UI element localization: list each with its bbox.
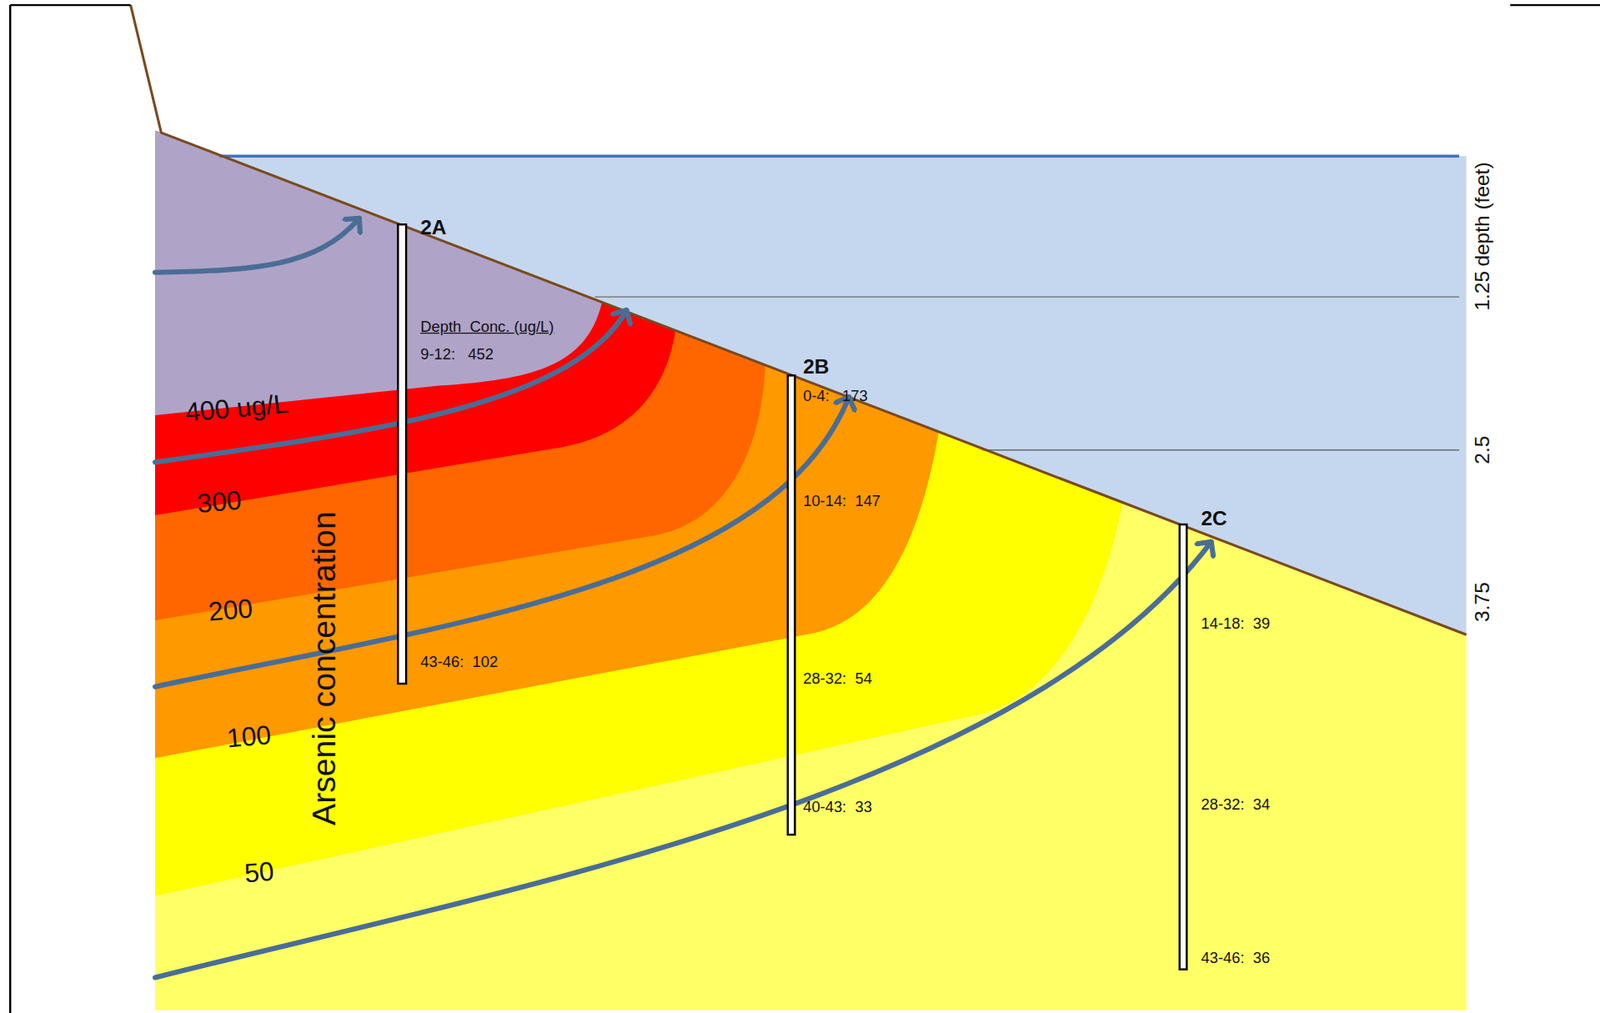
sample-value: 43-46: 102: [420, 653, 498, 671]
contour-label: 50: [243, 856, 276, 888]
frame-line: [10, 4, 131, 6]
frame-line: [1509, 4, 1600, 6]
flow-arrow: [155, 396, 849, 688]
well-name: 2C: [1200, 506, 1227, 530]
column-heading: Depth Conc. (ug/L): [420, 317, 554, 335]
depth-tick: 2.5: [1470, 436, 1494, 465]
plume-band: [155, 130, 766, 621]
well-casing: [1179, 524, 1188, 970]
flow-arrow: [155, 218, 360, 273]
well-name: 2A: [420, 215, 447, 239]
sample-value: 14-18: 39: [1200, 614, 1270, 632]
well-name: 2B: [802, 355, 829, 378]
water-surface: [219, 154, 1460, 158]
contour-label: 400 ug/L: [184, 389, 290, 428]
axis-title: depth (feet): [1470, 161, 1494, 266]
axis-title: Arsenic concentration: [306, 511, 343, 826]
contour-label: 200: [207, 593, 255, 627]
sample-value: 10-14: 147: [802, 492, 881, 510]
depth-line: [983, 449, 1460, 451]
plume-band: [155, 130, 676, 516]
well-casing: [787, 375, 796, 835]
plume-band: [155, 130, 939, 759]
depth-tick: 1.25: [1470, 270, 1494, 311]
contour-label: 100: [225, 720, 273, 753]
sample-value: 28-32: 54: [802, 669, 873, 687]
upland-zone: [155, 130, 602, 416]
contour-label: 300: [195, 485, 243, 518]
depth-tick: 3.75: [1470, 581, 1494, 622]
plume-band: [155, 130, 1123, 897]
sample-value: 9-12: 452: [420, 345, 494, 362]
sample-value: 43-46: 36: [1200, 949, 1270, 967]
depth-line: [595, 295, 1460, 297]
plume-band: [155, 130, 1467, 1011]
sample-value: 0-4: 173: [802, 386, 868, 404]
sample-value: 40-43: 33: [802, 798, 873, 816]
well-casing: [397, 224, 407, 684]
sample-value: 28-32: 34: [1200, 795, 1270, 813]
flow-arrow: [155, 310, 627, 462]
frame-line: [9, 5, 11, 1013]
